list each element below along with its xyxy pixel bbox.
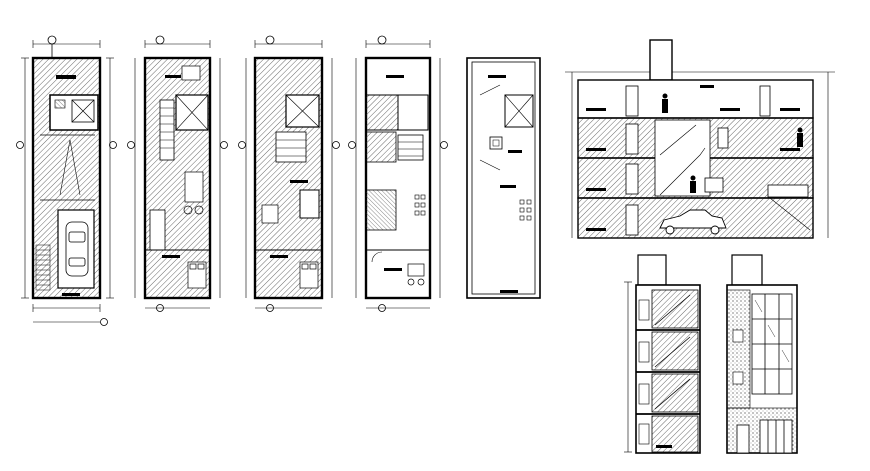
car-icon — [659, 209, 727, 235]
tables-icon — [407, 263, 425, 286]
gate — [736, 419, 793, 454]
sofa-icon — [261, 204, 279, 224]
grid-axis-bubble-icon — [348, 35, 448, 312]
bed-icon — [299, 261, 319, 289]
grid-axis-bubble-icon — [127, 35, 228, 312]
roof-plan — [466, 57, 541, 299]
first-floor-plan — [127, 35, 228, 312]
windows — [638, 299, 650, 445]
third-floor-plan — [348, 35, 448, 312]
glass-curtain-wall — [751, 293, 793, 395]
longitudinal-section — [565, 39, 835, 239]
car-icon — [65, 221, 89, 277]
staircase — [654, 294, 691, 410]
grid-axis-bubble-icon — [16, 35, 117, 326]
dining-set-icon — [181, 65, 204, 215]
front-elevation — [726, 254, 798, 454]
staircase — [659, 124, 706, 196]
second-floor-plan — [238, 35, 340, 312]
grid-axis-bubble-icon — [238, 35, 340, 312]
staircase — [35, 244, 51, 291]
ground-floor-plan — [16, 35, 117, 326]
people-icon — [662, 93, 803, 193]
doors — [625, 85, 771, 236]
water-tank-icon — [649, 39, 673, 81]
dimension-lines — [21, 40, 114, 323]
chairs-icon — [414, 194, 426, 216]
bed-icon — [187, 261, 207, 289]
water-tank-icon — [489, 136, 503, 150]
cross-section — [624, 254, 701, 454]
skylight-icon — [519, 199, 532, 221]
stone-cladding — [726, 289, 751, 409]
